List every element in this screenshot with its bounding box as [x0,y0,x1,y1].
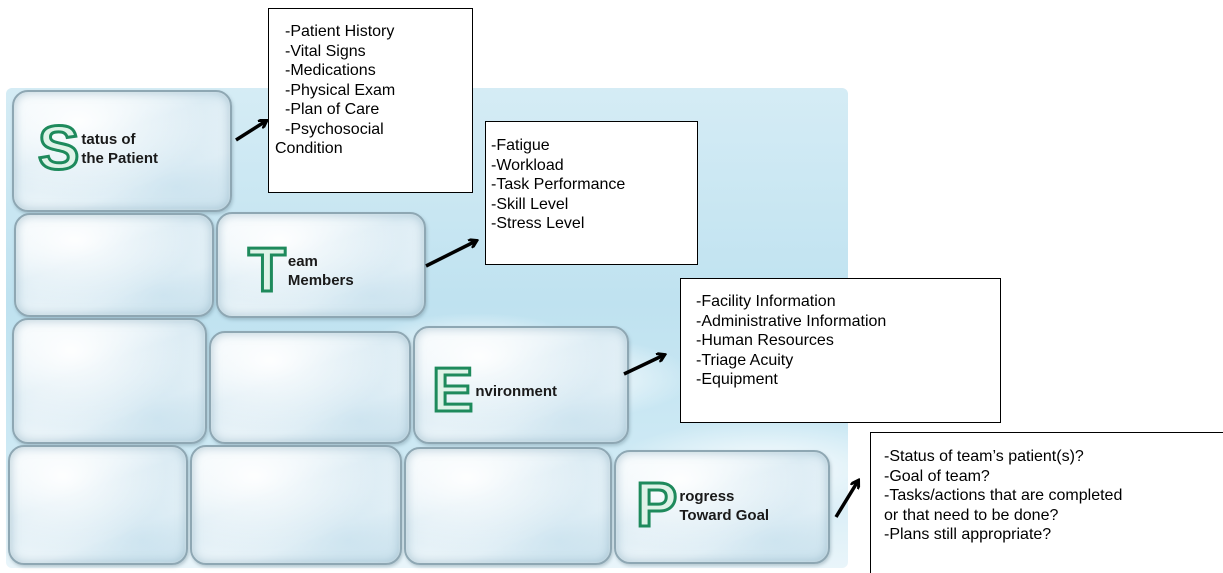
status-item: -Patient History [285,23,395,40]
status-item: Condition [275,140,343,157]
environment-label: E nvironment [430,356,557,425]
team-label: T eam Members [247,236,354,305]
progress-label: P rogress Toward Goal [634,471,769,540]
ice-block-row3-b [209,331,411,444]
ice-block-row3-a [12,318,207,444]
status-label-text: tatus of the Patient [81,130,158,168]
progress-label-line1: rogress [679,488,735,505]
ice-block-environment [413,326,629,444]
team-item: -Skill Level [491,195,569,213]
ice-block-status [12,90,232,212]
status-item: -Plan of Care [285,101,380,118]
environment-item: -Facility Information [696,293,836,310]
status-item: -Medications [285,62,376,79]
letter-p-icon: P [634,471,678,540]
environment-info-box: -Facility Information -Administrative In… [680,278,1001,423]
team-item: -Fatigue [491,137,550,154]
progress-item: -Tasks/actions that are completed [884,487,1123,504]
ice-block-team [216,212,426,318]
progress-info-box: -Status of team’s patient(s)? -Goal of t… [870,432,1223,573]
environment-item: -Human Resources [696,332,834,349]
environment-label-text: nvironment [475,382,557,401]
status-item: -Vital Signs [285,42,366,60]
status-item: -Physical Exam [285,81,396,99]
letter-t-icon: T [247,236,288,305]
progress-label-text: rogress Toward Goal [679,487,769,525]
status-label-line1: tatus of [81,131,136,148]
progress-label-line2: Toward Goal [679,507,770,524]
ice-block-row4-a [8,445,188,565]
status-item: -Psychosocial [285,120,384,138]
team-item: -Stress Level [491,215,585,232]
status-label-line2: the Patient [81,150,159,167]
team-item: -Workload [491,156,564,174]
ice-block-row4-c [404,447,612,565]
environment-label-line1: nvironment [475,382,558,400]
progress-item: -Goal of team? [884,467,990,485]
team-label-text: eam Members [288,252,354,290]
progress-item: -Status of team’s patient(s)? [884,448,1084,465]
ice-block-row2-left [14,213,214,317]
environment-item: -Triage Acuity [696,351,794,369]
letter-e-icon: E [430,356,474,425]
team-item: -Task Performance [491,176,626,193]
ice-block-progress [614,450,830,564]
status-label: S tatus of the Patient [36,114,158,183]
letter-s-icon: S [36,114,80,183]
team-label-line2: Members [287,272,354,289]
ice-block-row4-b [190,445,402,565]
progress-item: or that need to be done? [884,506,1059,524]
team-info-box: -Fatigue -Workload -Task Performance -Sk… [485,121,698,265]
environment-item: -Administrative Information [696,312,887,330]
status-info-box: -Patient History -Vital Signs -Medicatio… [268,8,473,193]
environment-item: -Equipment [696,371,778,388]
progress-item: -Plans still appropriate? [884,526,1052,543]
team-label-line1: eam [287,253,318,270]
